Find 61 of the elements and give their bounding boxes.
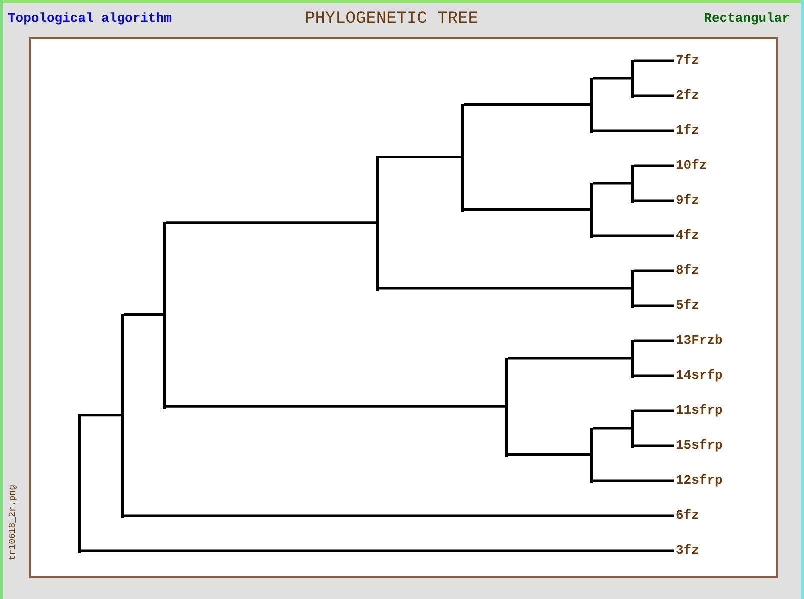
taxon-label: 12sfrp [676, 473, 723, 489]
branch-bar [121, 314, 124, 518]
branch-bar [631, 270, 634, 308]
branch-bar [505, 358, 508, 457]
taxon-label: 4fz [676, 228, 700, 244]
branch-line [166, 405, 505, 408]
branch-line [124, 514, 674, 518]
branch-line [634, 94, 674, 98]
header-label: Rectangular [704, 11, 790, 26]
branch-line [593, 130, 674, 132]
taxon-label: 10fz [676, 158, 708, 174]
taxon-label: 9fz [676, 193, 700, 209]
branch-line [634, 164, 674, 168]
branch-line [634, 340, 674, 342]
taxon-label: 5fz [676, 298, 700, 314]
branch-bar [78, 414, 81, 553]
branch-line [81, 414, 121, 417]
branch-line [593, 234, 674, 238]
taxon-label: 14srfp [676, 368, 723, 384]
branch-bar [590, 428, 593, 483]
branch-line [166, 222, 376, 224]
branch-bar [631, 165, 634, 203]
branch-bar [163, 222, 166, 409]
branch-line [634, 60, 674, 62]
branch-bar [590, 78, 593, 133]
branch-bar [631, 60, 634, 98]
branch-line [379, 287, 631, 290]
file-name: tr10618_2r.png [8, 485, 18, 561]
branch-bar [590, 182, 593, 238]
branch-bar [461, 104, 464, 212]
taxon-label: 13Frzb [676, 333, 723, 349]
branch-line [634, 270, 674, 272]
branch-line [124, 314, 163, 316]
branch-line [464, 208, 590, 211]
taxon-label: 2fz [676, 88, 700, 104]
branch-line [593, 480, 674, 482]
branch-line [81, 550, 674, 552]
branch-line [634, 304, 674, 308]
branch-line [593, 182, 631, 185]
taxon-label: 3fz [676, 543, 700, 559]
taxon-label: 7fz [676, 53, 700, 69]
branch-bar [631, 410, 634, 448]
taxon-label: 6fz [676, 508, 700, 524]
branch-line [508, 357, 631, 360]
taxon-label: 8fz [676, 263, 700, 279]
branch-line [508, 454, 590, 456]
chart-title: PHYLOGENETIC TREE [305, 10, 478, 29]
branch-line [379, 156, 461, 158]
taxon-label: 11sfrp [676, 403, 723, 419]
branch-bar [631, 340, 634, 378]
header-label: Topological algorithm [8, 11, 172, 26]
taxon-label: 1fz [676, 123, 700, 139]
branch-line [634, 410, 674, 412]
branch-bar [376, 156, 379, 290]
branch-line [593, 77, 631, 80]
branch-line [634, 374, 674, 378]
branch-line [464, 104, 590, 106]
branch-line [593, 427, 631, 430]
branch-line [634, 444, 674, 448]
branch-line [634, 200, 674, 202]
taxon-label: 15sfrp [676, 438, 723, 454]
